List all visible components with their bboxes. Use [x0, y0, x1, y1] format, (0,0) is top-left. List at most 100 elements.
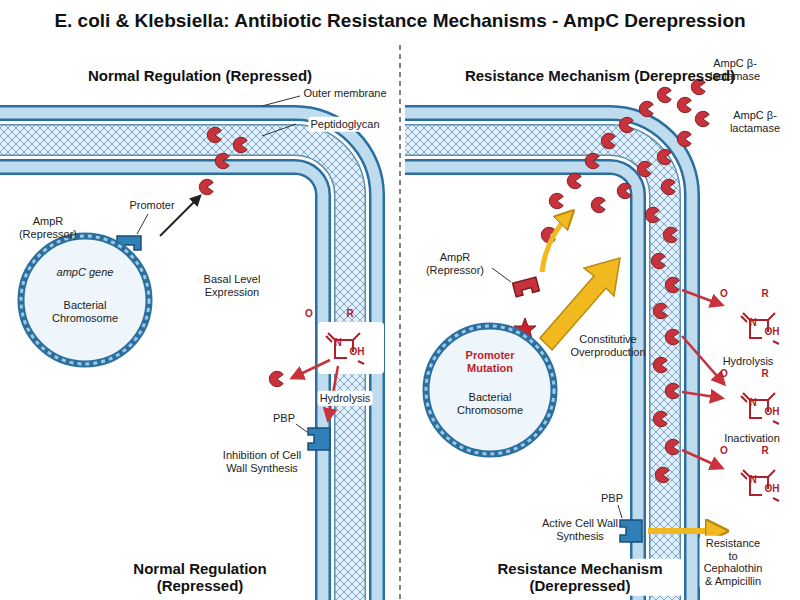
illustration-part: [405, 140, 665, 600]
part-label: AmpC β-lactamase: [690, 57, 780, 82]
node-text: Bacterial Chromosome: [450, 391, 530, 416]
part-label: AmpR (Repressor): [419, 251, 491, 276]
illustration-part: [591, 197, 605, 212]
process-label: Inhibition of Cell Wall Synthesis: [212, 449, 312, 474]
panel-heading: Resistance Mechanism (Derepressed): [450, 67, 750, 84]
illustration-part: [215, 153, 229, 168]
atom-label: R: [758, 445, 772, 457]
process-label: Inactivation: [714, 432, 790, 445]
atom-label: N: [747, 317, 759, 329]
chromosome-circle: ampC geneBacterial Chromosome: [15, 230, 155, 370]
leader-line: [618, 505, 622, 518]
illustration-part: [405, 113, 692, 600]
illustration-part: [549, 193, 563, 208]
ampc-enzyme: [541, 79, 709, 482]
resistance-arrow: [648, 528, 722, 534]
atom-label: OH: [762, 483, 782, 495]
illustration-part: [665, 277, 679, 292]
illustration-part: [207, 127, 221, 142]
illustration-part: [137, 214, 148, 234]
illustration-part: [677, 97, 691, 112]
atom-label: R: [758, 288, 772, 300]
illustration-part: [269, 371, 283, 386]
label-patch: [318, 322, 384, 374]
panel-caption: Normal Regulation (Repressed): [113, 559, 287, 596]
illustration-part: [695, 111, 709, 126]
illustration-part: [0, 140, 350, 600]
part-label: Outer membrane: [301, 86, 388, 101]
pbp-protein: [620, 520, 642, 542]
release-arrow: [542, 214, 570, 272]
illustration-part: [262, 96, 300, 106]
part-label: AmpC β-lactamase: [714, 109, 796, 134]
illustration-part: [682, 290, 722, 305]
atom-label: OH: [347, 346, 367, 358]
process-label: Constitutive Overproduction: [564, 333, 652, 358]
illustration-part: [492, 268, 511, 282]
illustration-part: [682, 336, 724, 384]
illustration-part: [292, 360, 330, 378]
node-text: ampC gene: [50, 266, 120, 279]
leader-line: [85, 96, 300, 241]
illustration-part: [657, 87, 671, 102]
illustration-part: [405, 167, 638, 600]
chromosome-outline: [420, 320, 560, 460]
cell-envelope: [405, 113, 692, 600]
illustration-part: [653, 357, 667, 372]
illustration-part: [645, 207, 659, 222]
illustration-part: [0, 167, 323, 600]
illustration-part: [233, 137, 247, 152]
panel-caption: Resistance Mechanism (Derepressed): [478, 559, 682, 596]
process-label: Resistance to Cephalothin & Ampicillin: [700, 536, 767, 589]
atom-label: OH: [762, 326, 782, 338]
illustration-part: [567, 173, 581, 188]
atom-label: N: [332, 337, 344, 349]
ampc-enzyme: [199, 127, 283, 386]
chromosome-circle: Promoter MutationBacterial Chromosome: [420, 320, 560, 460]
illustration-part: [653, 303, 667, 318]
panel-divider: [399, 45, 401, 600]
atom-label: O: [717, 288, 731, 300]
illustration-part: [653, 411, 667, 426]
part-label: PBP: [595, 492, 629, 505]
illustration-part: [677, 131, 691, 146]
node-text: Bacterial Chromosome: [45, 299, 125, 324]
leader-line: [492, 268, 511, 282]
illustration-part: [601, 133, 615, 148]
illustration-part: [405, 113, 692, 600]
illustration-part: [661, 179, 675, 194]
diagram-title: E. coli & Klebsiella: Antibiotic Resista…: [5, 10, 795, 32]
illustration-part: [682, 392, 722, 398]
illustration-part: [617, 183, 631, 198]
illustration-part: [665, 383, 679, 398]
atom-label: R: [758, 368, 772, 380]
illustration-part: [0, 167, 323, 600]
leader-line: [296, 424, 307, 432]
illustration-part: [619, 117, 633, 132]
panel-heading: Normal Regulation (Repressed): [70, 67, 330, 84]
atom-label: O: [302, 308, 316, 320]
process-label: Basal Level Expression: [187, 273, 277, 298]
process-label: Hydrolysis: [713, 355, 783, 368]
illustration-part: [657, 149, 671, 164]
part-label: Promoter: [122, 199, 182, 212]
pbp-protein: [308, 428, 330, 450]
atom-label: N: [747, 474, 759, 486]
illustration-part: [262, 124, 296, 136]
illustration-part: [585, 153, 599, 168]
atom-label: R: [343, 308, 357, 320]
illustration-part: [655, 467, 669, 482]
illustration-part: [665, 329, 679, 344]
illustration-part: [663, 227, 677, 242]
atom-label: N: [747, 397, 759, 409]
illustration-part: [405, 167, 638, 600]
process-label: Hydrolysis: [318, 391, 373, 406]
illustration-part: [199, 179, 213, 194]
repressor-protein: [513, 277, 540, 297]
atom-label: OH: [762, 406, 782, 418]
part-label: Peptidoglycan: [308, 117, 381, 132]
illustration-part: [682, 450, 722, 468]
illustration-part: [639, 101, 653, 116]
part-label: PBP: [267, 412, 301, 425]
